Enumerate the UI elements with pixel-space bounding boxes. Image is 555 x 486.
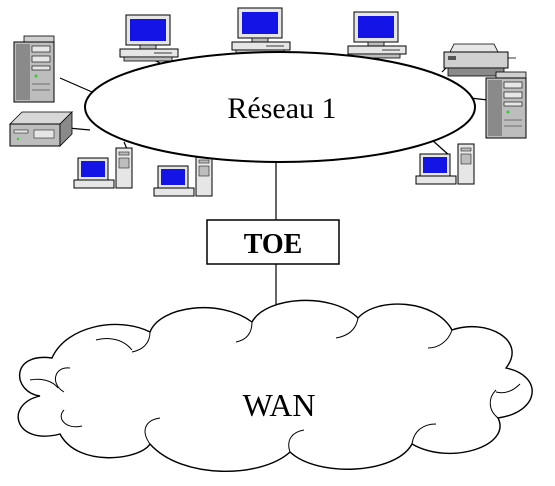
wan-label: WAN [243, 387, 316, 423]
network-ring [84, 51, 476, 163]
wan-cloud [17, 299, 533, 472]
tower-server-icon [13, 35, 55, 103]
desktop-pc-icon [9, 111, 73, 147]
desktop-computer-icon [347, 11, 407, 59]
gateway-box [206, 219, 340, 265]
desktop-computer-icon [119, 14, 179, 62]
minitower-pc-icon [153, 155, 213, 197]
desktop-computer-icon [231, 7, 291, 55]
tower-server-icon [485, 71, 527, 139]
network-label: Réseau 1 [227, 92, 336, 125]
printer-icon [443, 43, 517, 77]
gateway-label: TOE [244, 229, 303, 260]
minitower-pc-icon [73, 147, 133, 189]
minitower-pc-icon [415, 143, 475, 185]
